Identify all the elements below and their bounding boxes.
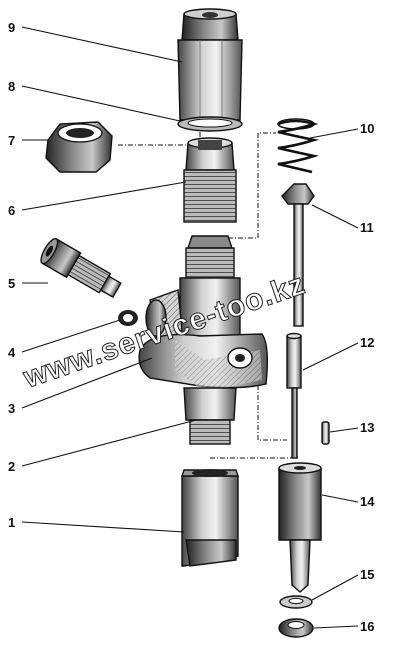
part-16-seal-ring bbox=[278, 618, 314, 638]
part-7-nut bbox=[45, 121, 113, 173]
part-15-washer bbox=[279, 595, 313, 609]
part-4-o-ring bbox=[118, 310, 138, 326]
part-3-injector-body bbox=[138, 235, 269, 445]
part-14-nozzle bbox=[278, 462, 322, 593]
label-2: 2 bbox=[8, 459, 15, 474]
part-5-fitting bbox=[40, 238, 122, 299]
label-10: 10 bbox=[360, 121, 374, 136]
part-12-needle bbox=[286, 332, 302, 459]
part-8-washer bbox=[177, 116, 243, 132]
leader-lines bbox=[21, 26, 359, 629]
label-7: 7 bbox=[8, 133, 15, 148]
label-14: 14 bbox=[360, 494, 375, 509]
part-11-pushrod bbox=[281, 183, 315, 327]
part-13-pin bbox=[321, 421, 330, 445]
label-6: 6 bbox=[8, 203, 15, 218]
label-5: 5 bbox=[8, 276, 15, 291]
label-8: 8 bbox=[8, 79, 15, 94]
part-1-nozzle-nut bbox=[181, 469, 239, 567]
part-labels: 1 2 3 4 5 6 7 8 9 10 11 12 13 14 15 16 bbox=[8, 20, 375, 634]
label-16: 16 bbox=[360, 619, 374, 634]
part-9-cap-nut bbox=[177, 8, 243, 121]
label-12: 12 bbox=[360, 335, 374, 350]
label-11: 11 bbox=[360, 220, 374, 235]
label-9: 9 bbox=[8, 20, 15, 35]
part-10-spring bbox=[277, 118, 320, 174]
label-13: 13 bbox=[360, 420, 374, 435]
label-15: 15 bbox=[360, 567, 374, 582]
label-4: 4 bbox=[8, 345, 16, 360]
part-6-threaded-sleeve bbox=[183, 137, 237, 223]
label-1: 1 bbox=[8, 515, 15, 530]
label-3: 3 bbox=[8, 401, 15, 416]
